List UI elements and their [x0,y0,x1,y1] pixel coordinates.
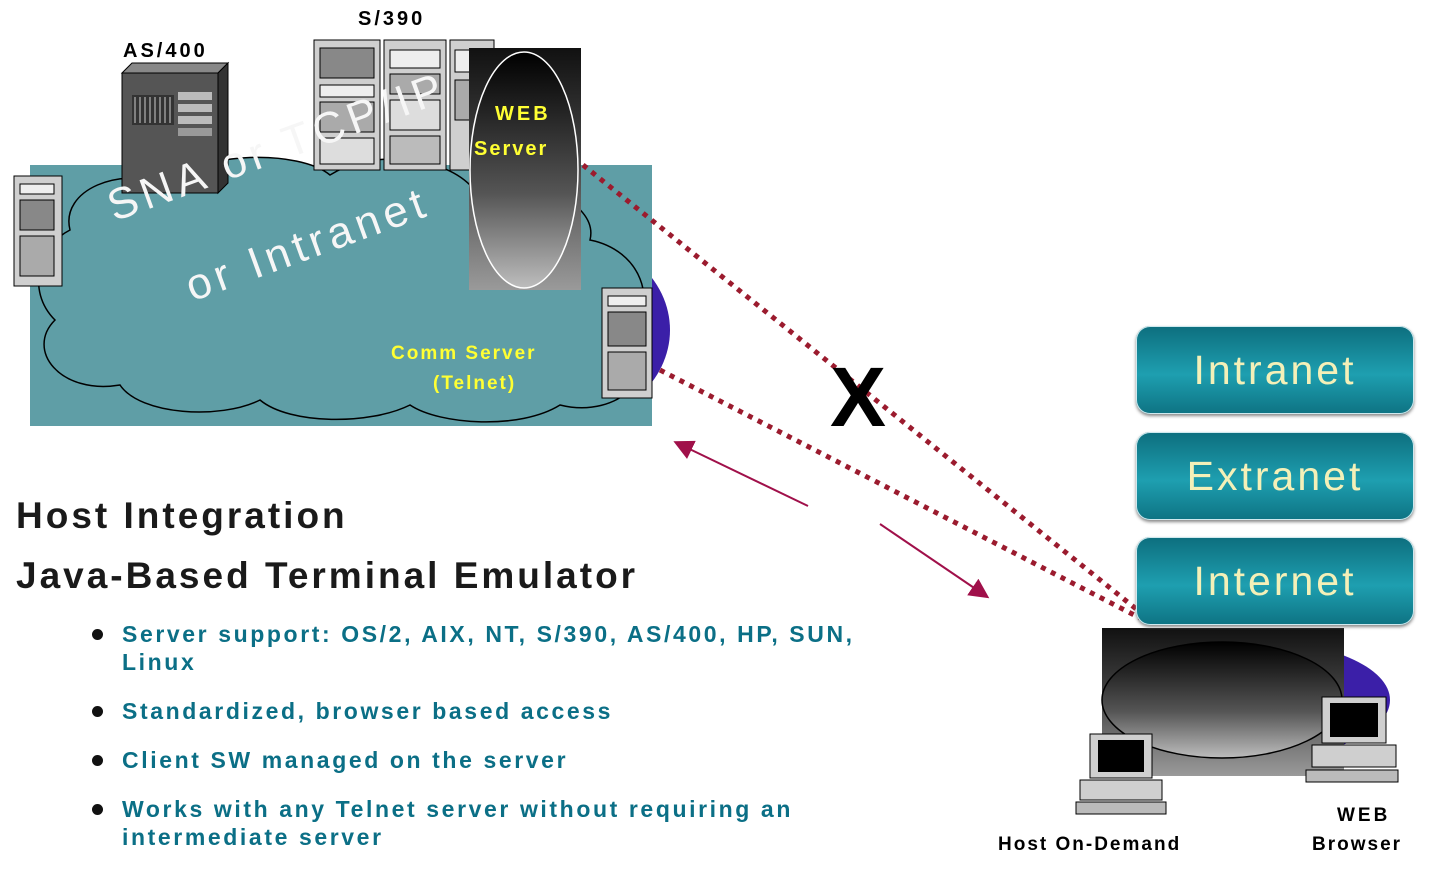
web-browser-label-line2: Browser [1312,834,1403,855]
web-browser-label-line1: WEB [1337,805,1391,826]
heading-line1: Host Integration [16,495,348,536]
comm-server-label-line2: (Telnet) [433,373,517,394]
list-item: Client SW managed on the server [92,746,912,774]
list-item: Works with any Telnet server without req… [92,795,912,851]
web-browser-pc-icon [1305,696,1399,783]
bullet-dot-icon [92,804,103,815]
list-item: Server support: OS/2, AIX, NT, S/390, AS… [92,620,912,676]
bullet-dot-icon [92,755,103,766]
bullet-dot-icon [92,629,103,640]
feature-bullet-list: Server support: OS/2, AIX, NT, S/390, AS… [92,620,912,872]
web-server-icon [469,48,581,290]
client-oval-icon [1101,628,1344,776]
comm-server-tower-icon [601,287,653,399]
arrow-from-comm-server [879,523,990,599]
dotted-links [581,163,1142,621]
bullet-dot-icon [92,706,103,717]
blocked-x-mark: X [830,350,887,444]
s390-label: S/390 [358,8,426,30]
web-server-label-line2: Server [474,138,549,160]
host-on-demand-pc-icon [1075,733,1167,815]
as400-label: AS/400 [123,40,208,62]
intranet-box: Intranet [1136,326,1414,414]
internet-box: Internet [1136,537,1414,625]
web-server-link [581,163,1142,614]
extranet-box: Extranet [1136,432,1414,520]
list-item: Standardized, browser based access [92,697,912,725]
as400-server-icon [120,61,230,195]
left-server-icon [13,175,63,287]
host-on-demand-label: Host On-Demand [998,834,1182,855]
web-server-label-line1: WEB [495,103,551,125]
comm-server-label-line1: Comm Server [391,343,537,364]
comm-server-link [658,367,1142,621]
heading-line2: Java-Based Terminal Emulator [16,555,639,596]
arrow-to-comm-server [673,440,809,507]
